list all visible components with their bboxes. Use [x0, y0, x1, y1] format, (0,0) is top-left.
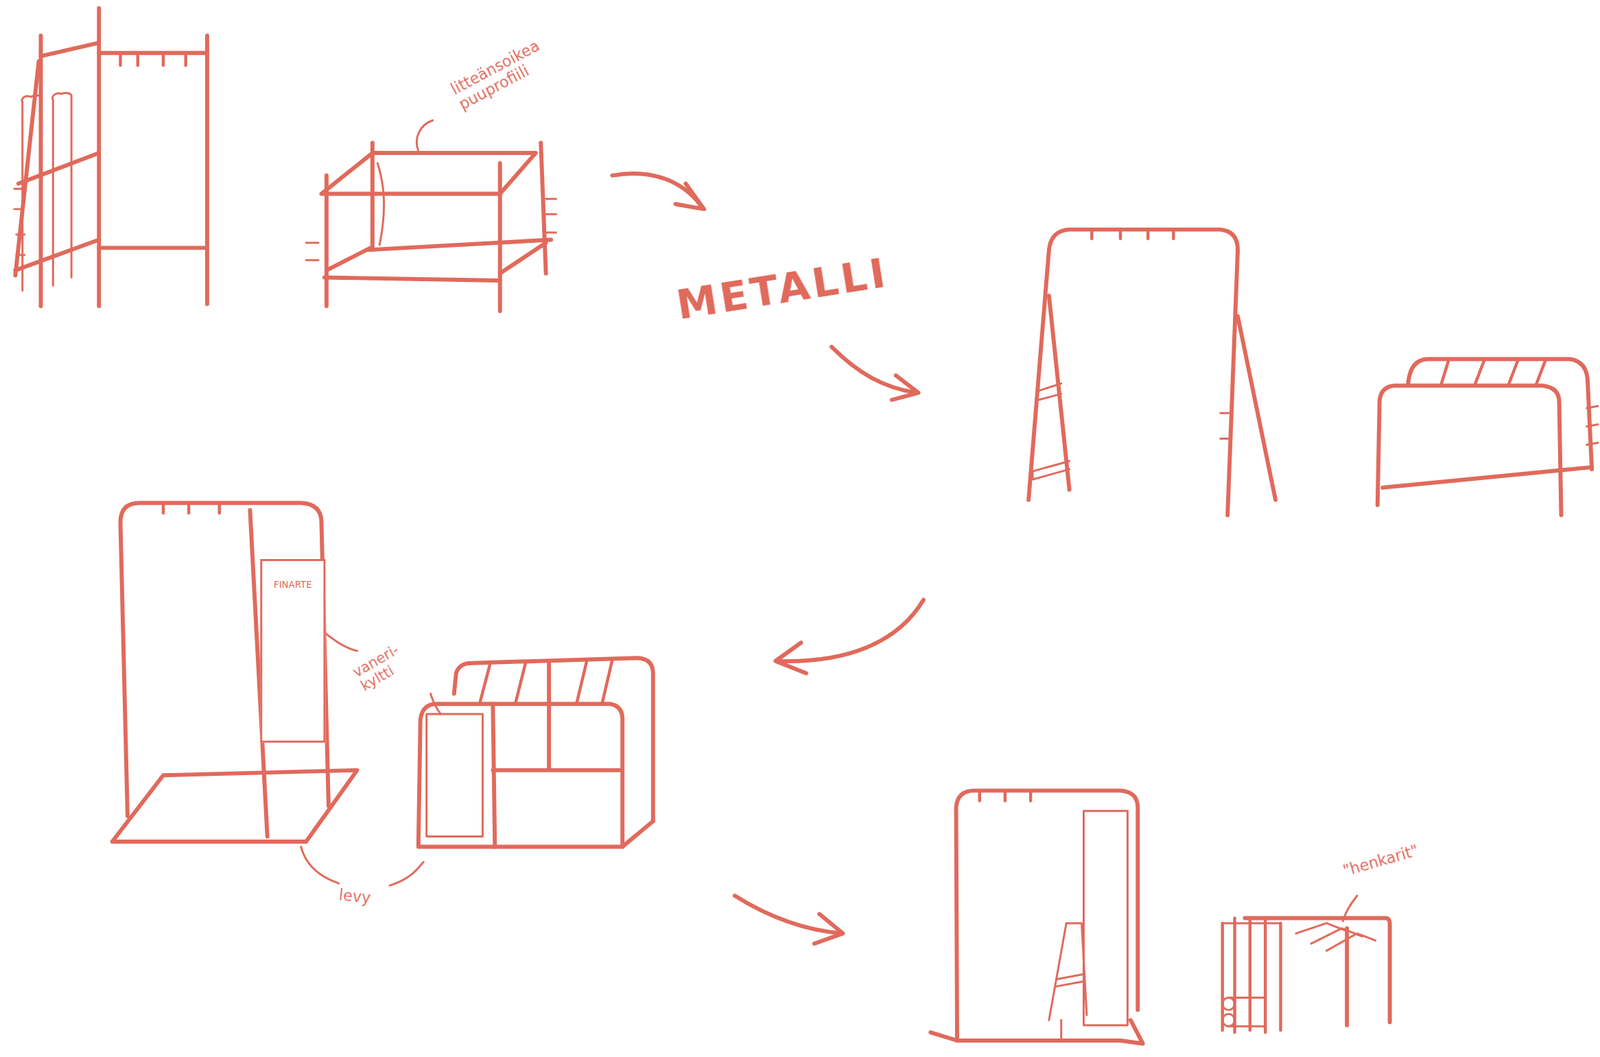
- callout-label: vaneri- kyltti: [350, 636, 422, 696]
- metal-arch-sketch: [1028, 229, 1276, 516]
- final-low-rack-sketch: [1222, 896, 1391, 1033]
- final-stand-sketch: [930, 791, 1143, 1045]
- callout-label: levy: [338, 887, 392, 910]
- tall-stand-sketch: [112, 502, 358, 884]
- callout-label: litteänsoikea puuprofiili: [448, 26, 573, 114]
- callout-label: "henkarit": [1341, 838, 1434, 880]
- flow-arrows: [612, 173, 924, 945]
- metal-low-rack-sketch: [1377, 359, 1598, 516]
- low-box-sketch: [389, 657, 654, 886]
- sign-panel: FINARTE: [260, 559, 326, 744]
- wood-table-sketch: [306, 120, 556, 311]
- sign-text: FINARTE: [262, 579, 324, 591]
- material-heading: METALLI: [673, 247, 902, 328]
- wood-rack-sketch: [14, 8, 208, 307]
